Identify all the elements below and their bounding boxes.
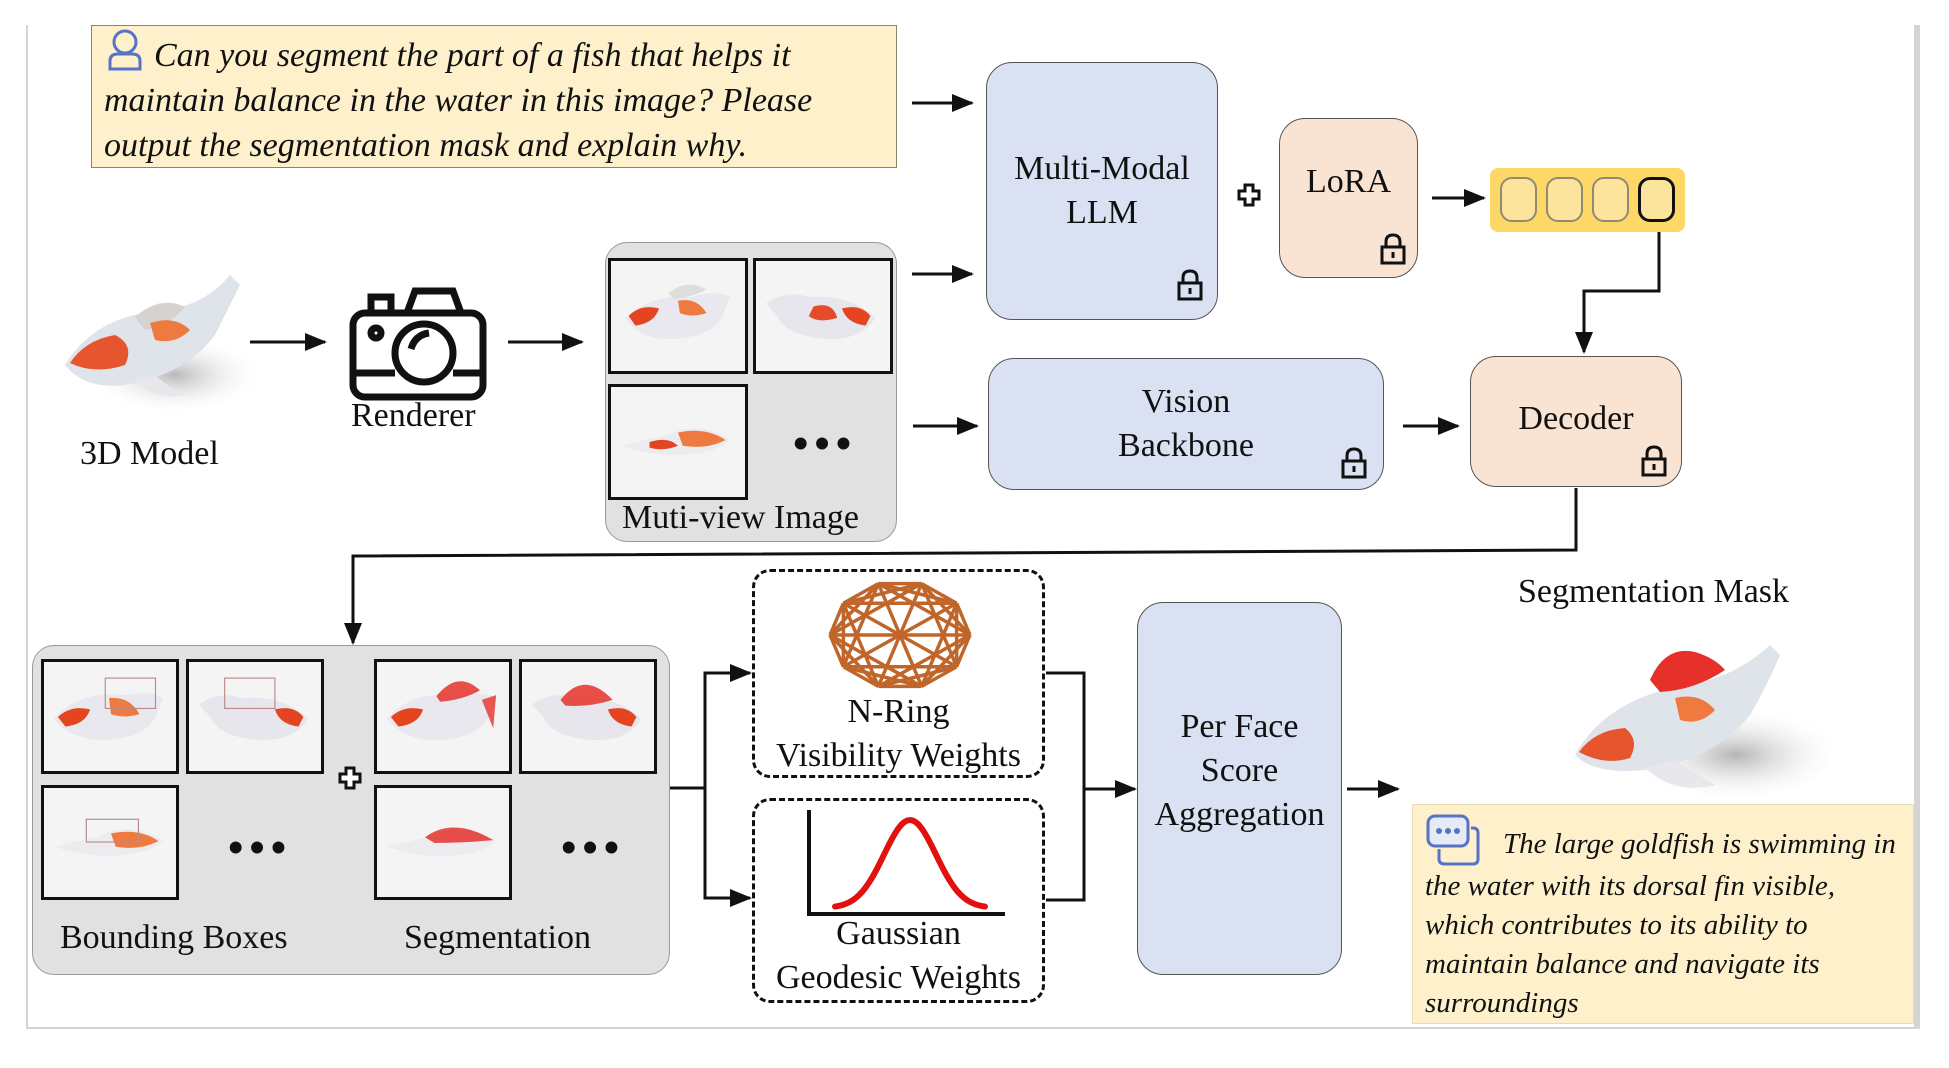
per-face-aggregation-block: Per Face Score Aggregation: [1137, 602, 1342, 975]
query-text: Can you segment the part of a fish that …: [104, 37, 813, 164]
more-views-ellipsis: •••: [793, 419, 858, 468]
bbox-thumbnail: [41, 785, 179, 900]
mesh-edge: [877, 581, 958, 605]
plus-icon: [1237, 183, 1261, 207]
view-thumbnail: [608, 384, 748, 500]
mesh-edge: [828, 602, 845, 636]
token: [1500, 177, 1537, 222]
token-sequence: [1490, 168, 1685, 232]
decoder-label: Decoder: [1518, 399, 1634, 437]
answer-box: The large goldfish is swimming in the wa…: [1412, 804, 1914, 1024]
answer-text: The large goldfish is swimming in the wa…: [1425, 828, 1896, 1019]
mesh-edge: [842, 665, 923, 689]
vision-label-line1: Vision: [1141, 383, 1231, 420]
lock-icon: [1341, 447, 1367, 479]
segmentation-mask-label: Segmentation Mask: [1518, 573, 1790, 610]
mesh-edge: [955, 634, 972, 668]
mesh-edge: [877, 582, 971, 637]
lora-label: LoRA: [1306, 163, 1391, 200]
mesh-edge: [841, 582, 880, 668]
segmentation-thumbnail: [519, 659, 657, 774]
nring-label: N-Ring Visibility Weights: [752, 690, 1045, 778]
gaussian-label-line2: Geodesic Weights: [776, 959, 1021, 996]
more-bboxes-ellipsis: •••: [228, 823, 293, 872]
mesh-edge: [955, 602, 972, 636]
nring-label-line2: Visibility Weights: [776, 737, 1021, 774]
gaussian-label-line1: Gaussian: [836, 915, 961, 952]
gaussian-label: Gaussian Geodesic Weights: [752, 912, 1045, 1000]
query-box: Can you segment the part of a fish that …: [91, 25, 897, 168]
chat-bubbles-icon: [1425, 813, 1481, 867]
mesh-icon: [827, 579, 973, 691]
mesh-edge: [842, 665, 880, 688]
plus-icon: [338, 766, 362, 790]
mesh-edge: [842, 582, 880, 605]
figure-frame: [26, 25, 1920, 1029]
mesh-edge: [828, 634, 845, 668]
3d-model-image: [55, 255, 265, 425]
vision-label-line2: Backbone: [1118, 427, 1254, 464]
user-icon: [104, 28, 146, 72]
bounding-boxes-label: Bounding Boxes: [60, 919, 288, 956]
mesh-edge: [829, 633, 923, 688]
aggregation-label-line3: Aggregation: [1154, 795, 1325, 833]
lora-block: LoRA: [1279, 118, 1418, 278]
decoder-block: Decoder: [1470, 356, 1682, 487]
bbox-thumbnail: [186, 659, 324, 774]
camera-icon: [349, 285, 487, 401]
mesh-edge: [828, 582, 880, 637]
llm-label-line2: LLM: [1066, 194, 1138, 231]
multiview-label: Muti-view Image: [622, 499, 859, 536]
mesh-edge: [920, 665, 958, 688]
aggregation-label-line1: Per Face: [1180, 707, 1299, 745]
gaussian-weights-block: [752, 798, 1045, 1003]
lock-icon: [1380, 233, 1406, 265]
token: [1592, 177, 1629, 222]
seg-token: [1638, 177, 1675, 222]
more-segmentations-ellipsis: •••: [561, 823, 626, 872]
mesh-edge: [920, 582, 958, 605]
view-thumbnail: [608, 258, 748, 374]
lock-icon: [1177, 269, 1203, 301]
mesh-edge: [876, 582, 924, 688]
nring-weights-block: [752, 569, 1045, 778]
gaussian-curve-icon: [805, 808, 1005, 918]
token: [1546, 177, 1583, 222]
segmentation-label: Segmentation: [404, 919, 591, 956]
bbox-thumbnail: [41, 659, 179, 774]
aggregation-label-line2: Score: [1200, 751, 1279, 789]
3d-model-label: 3D Model: [80, 435, 219, 472]
view-thumbnail: [753, 258, 893, 374]
lock-icon: [1641, 445, 1667, 477]
segmentation-thumbnail: [374, 659, 512, 774]
llm-label-line1: Multi-Modal: [1014, 150, 1190, 187]
renderer-label: Renderer: [351, 397, 476, 434]
mesh-edge: [828, 633, 880, 688]
nring-label-line1: N-Ring: [847, 693, 950, 730]
segmentation-thumbnail: [374, 785, 512, 900]
segmentation-mask-image: [1565, 630, 1835, 805]
